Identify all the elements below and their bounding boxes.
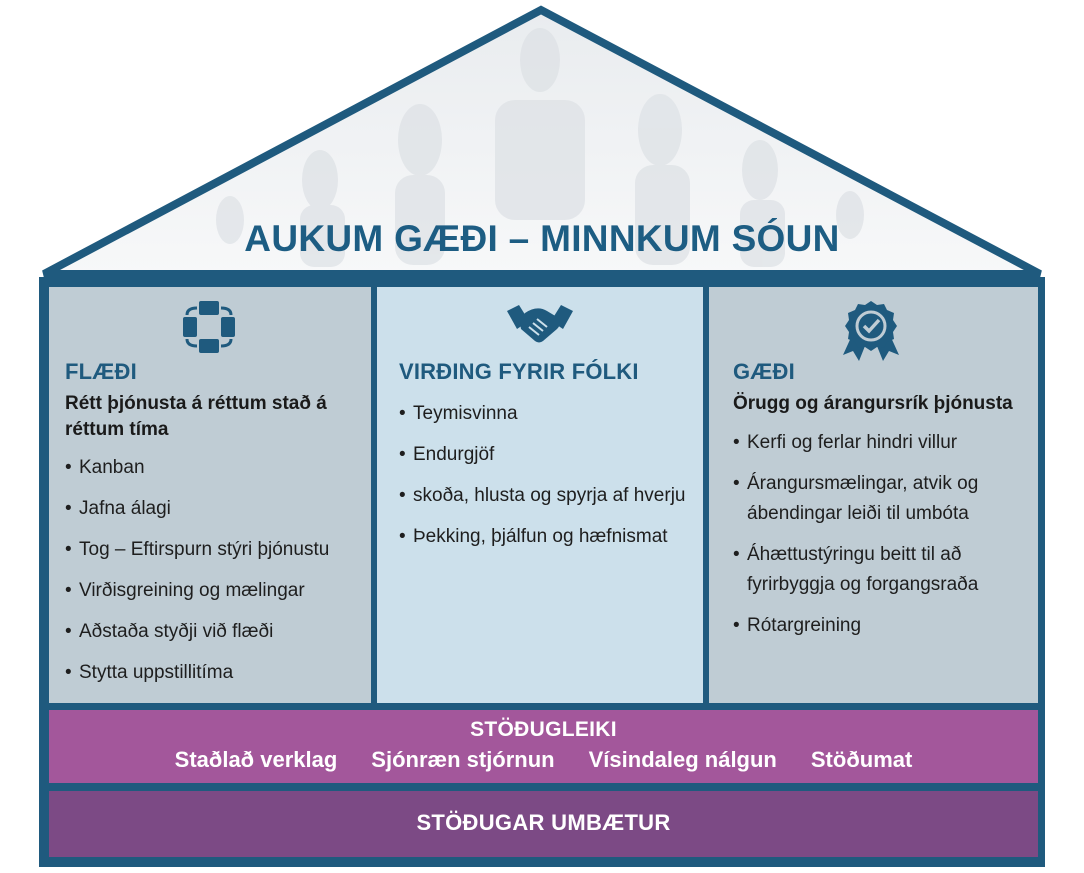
stability-item: Staðlað verklag: [174, 747, 338, 772]
pillar-virding: VIRÐING FYRIR FÓLKI Teymisvinna Endurgjö…: [377, 287, 703, 703]
pillar-title: VIRÐING FYRIR FÓLKI: [399, 359, 639, 384]
list-item: skoða, hlusta og spyrja af hverju: [399, 481, 699, 511]
handshake-icon: [507, 305, 573, 343]
list-item: Endurgjöf: [399, 440, 699, 470]
list-item: Árangursmælingar, atvik og ábendingar le…: [733, 469, 1013, 529]
list-item: Stytta uppstillitíma: [65, 658, 365, 688]
pillar-gaedi: GÆÐI Örugg og árangursrík þjónusta Kerfi…: [709, 287, 1038, 703]
stability-item: Sjónræn stjórnun: [371, 747, 555, 772]
list-item: Rótargreining: [733, 611, 1013, 641]
flow-cycle-icon: [183, 301, 235, 353]
list-item: Aðstaða styðji við flæði: [65, 617, 365, 647]
pillar-subtitle: Rétt þjónusta á réttum stað á réttum tím…: [65, 393, 327, 440]
list-item: Teymisvinna: [399, 399, 699, 429]
foundation-band: STÖÐUGAR UMBÆTUR: [49, 791, 1038, 857]
list-item: Áhættustýringu beitt til að fyrirbyggja …: [733, 540, 1013, 600]
quality-badge-icon: [843, 301, 899, 361]
pillar-title: GÆÐI: [733, 359, 795, 384]
list-item: Þekking, þjálfun og hæfnismat: [399, 522, 699, 552]
list-item: Virðisgreining og mælingar: [65, 576, 365, 606]
stability-item: Stöðumat: [810, 747, 913, 772]
relief-background: [216, 28, 864, 267]
pillar-list: Kerfi og ferlar hindri villur Árangursmæ…: [733, 428, 1013, 652]
list-item: Tog – Eftirspurn stýri þjónustu: [65, 535, 365, 565]
list-item: Kerfi og ferlar hindri villur: [733, 428, 1013, 458]
stability-item: Vísindaleg nálgun: [588, 747, 777, 772]
pillar-list: Teymisvinna Endurgjöf skoða, hlusta og s…: [399, 399, 699, 563]
stability-items: Staðlað verklag Sjónræn stjórnun Vísinda…: [49, 747, 1038, 773]
pillar-subtitle: Örugg og árangursrík þjónusta: [733, 393, 1013, 414]
page-title: AUKUM GÆÐI – MINNKUM SÓUN: [244, 218, 840, 259]
list-item: Jafna álagi: [65, 494, 365, 524]
pillar-list: Kanban Jafna álagi Tog – Eftirspurn stýr…: [65, 453, 365, 699]
stability-band: STÖÐUGLEIKI Staðlað verklag Sjónræn stjó…: [49, 710, 1038, 783]
pillar-title: FLÆÐI: [65, 359, 137, 384]
list-item: Kanban: [65, 453, 365, 483]
stability-title: STÖÐUGLEIKI: [470, 718, 617, 741]
pillar-flaedi: FLÆÐI Rétt þjónusta á réttum stað á rétt…: [49, 287, 371, 703]
